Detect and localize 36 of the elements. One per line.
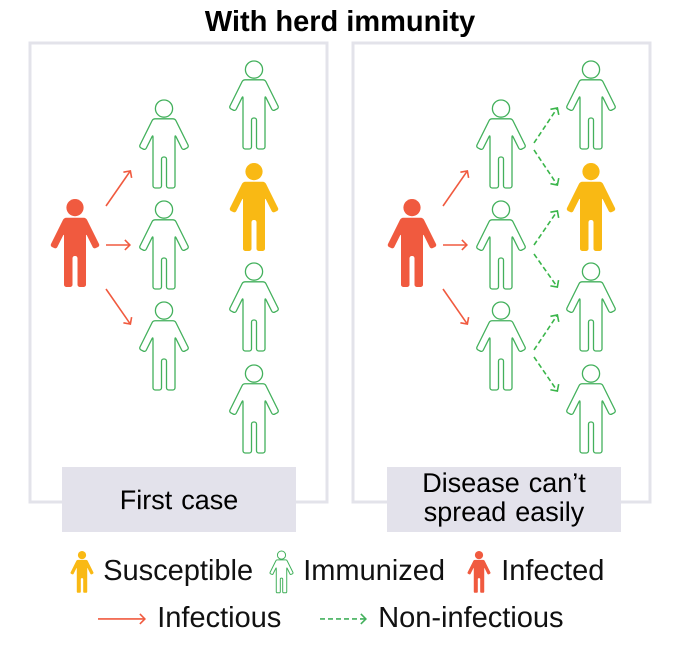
person-figure bbox=[476, 301, 526, 391]
arrow bbox=[442, 288, 470, 325]
legend-label: Infectious bbox=[160, 606, 280, 628]
person-figure bbox=[388, 199, 436, 287]
caption-box: First case bbox=[62, 466, 296, 532]
dashed-arrow bbox=[533, 356, 560, 392]
dashed-arrow bbox=[533, 210, 560, 246]
person-figure bbox=[139, 200, 189, 290]
legend-label: Immunized bbox=[306, 558, 444, 580]
person-figure bbox=[230, 163, 278, 251]
person-figure bbox=[229, 364, 279, 454]
person-figure bbox=[476, 99, 526, 189]
legend-label: Infected bbox=[504, 558, 603, 580]
person-figure bbox=[566, 163, 616, 251]
person-figure bbox=[476, 200, 526, 290]
person-figure bbox=[229, 262, 279, 352]
arrow bbox=[105, 288, 132, 325]
dashed-arrow bbox=[533, 150, 560, 186]
person-figure bbox=[566, 262, 616, 352]
title: With herd immunity bbox=[204, 10, 476, 37]
arrow bbox=[105, 170, 132, 206]
arrow bbox=[443, 239, 468, 251]
dashed-arrow bbox=[533, 314, 560, 350]
arrow bbox=[442, 170, 470, 206]
person-figure bbox=[139, 301, 189, 391]
person-figure bbox=[229, 60, 279, 150]
person-figure bbox=[566, 364, 616, 454]
arrow bbox=[106, 239, 131, 251]
caption-box: Disease can’t spread easily bbox=[387, 466, 621, 532]
person-figure bbox=[139, 99, 189, 189]
legend-label: Susceptible bbox=[104, 558, 252, 586]
legend-label: Non-infectious bbox=[380, 606, 562, 628]
person-figure bbox=[50, 199, 100, 287]
dashed-arrow bbox=[533, 254, 560, 288]
dashed-arrow bbox=[533, 106, 560, 144]
person-figure bbox=[566, 60, 616, 150]
